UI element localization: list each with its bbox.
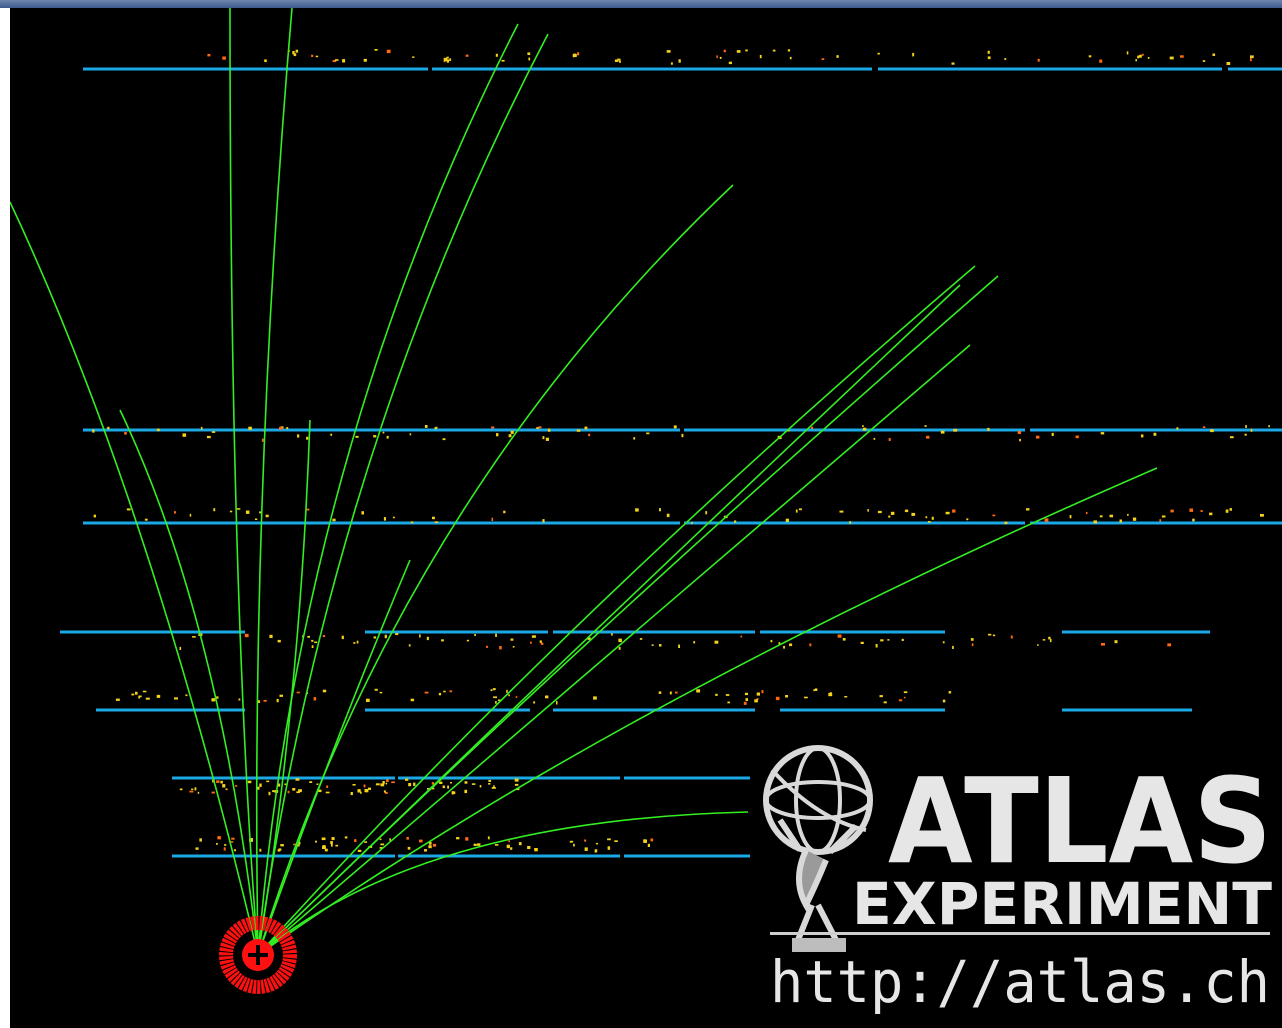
atlas-experiment-logo: ATLAS EXPERIMENT http://atlas.ch [763, 745, 1272, 1016]
detector-hits [92, 49, 1270, 853]
logo-subtitle: EXPERIMENT [852, 870, 1272, 938]
event-display-canvas: ATLAS EXPERIMENT http://atlas.ch [10, 8, 1282, 1016]
particle-tracks [10, 8, 1158, 956]
window-left-border [0, 8, 10, 1028]
logo-divider [770, 932, 1270, 935]
window-title-bar [0, 0, 1282, 8]
logo-title: ATLAS [888, 752, 1272, 890]
detector-layers [60, 67, 1282, 858]
interaction-vertex [219, 916, 297, 994]
logo-url: http://atlas.ch [770, 948, 1270, 1016]
